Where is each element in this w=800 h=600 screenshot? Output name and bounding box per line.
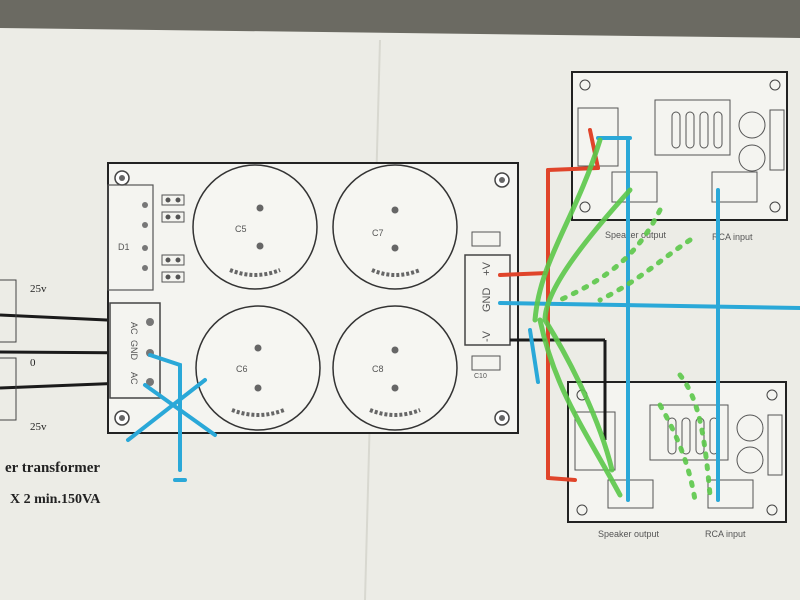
output-terminal-1: +V — [481, 261, 493, 275]
transformer-voltage-bottom: 25v — [30, 421, 47, 433]
dc-output-terminal: +V GND -V C10 — [464, 231, 511, 380]
bridge-rectifier: D1 — [107, 184, 154, 291]
capacitor-c6: C6 — [195, 305, 321, 431]
amp-bottom-rca-label: RCA input — [705, 529, 746, 539]
wires-signal-green-dotted — [557, 207, 713, 503]
amp-bottom-speaker-label: Speaker output — [598, 529, 660, 539]
capacitor-c8: C8 — [332, 305, 458, 431]
capacitor-c6-label: C6 — [236, 364, 248, 374]
transformer-voltage-top: 25v — [30, 283, 47, 295]
transformer-spec: X 2 min.150VA — [10, 492, 101, 507]
bridge-label: D1 — [118, 242, 130, 252]
capacitor-c5: C5 — [192, 164, 318, 290]
small-capacitors — [161, 194, 185, 283]
capacitor-c5-label: C5 — [235, 224, 247, 234]
transformer-voltage-mid: 0 — [30, 357, 36, 369]
amp-top-speaker-label: Speaker output — [605, 230, 667, 240]
small-cap-label: C10 — [474, 373, 487, 380]
fold-shadow-top — [0, 0, 800, 40]
input-terminal-3: AC — [129, 372, 139, 385]
input-terminal-2: GND — [129, 340, 139, 361]
output-terminal-2: GND — [481, 288, 493, 313]
transformer-caption: er transformer — [5, 460, 100, 476]
capacitor-c7: C7 — [332, 164, 458, 290]
output-terminal-3: -V — [481, 330, 493, 342]
amp-top-rca-label: RCA input — [712, 232, 753, 242]
amp-board-bottom: Speaker output RCA input — [567, 381, 787, 539]
input-terminal-1: AC — [129, 322, 139, 335]
capacitor-c7-label: C7 — [372, 228, 384, 238]
capacitor-c8-label: C8 — [372, 364, 384, 374]
ac-input-terminal: AC GND AC — [109, 302, 161, 399]
transformer-symbol — [0, 279, 17, 421]
wires-signal-green — [532, 137, 633, 498]
amp-board-top: Speaker output RCA input — [571, 71, 788, 242]
